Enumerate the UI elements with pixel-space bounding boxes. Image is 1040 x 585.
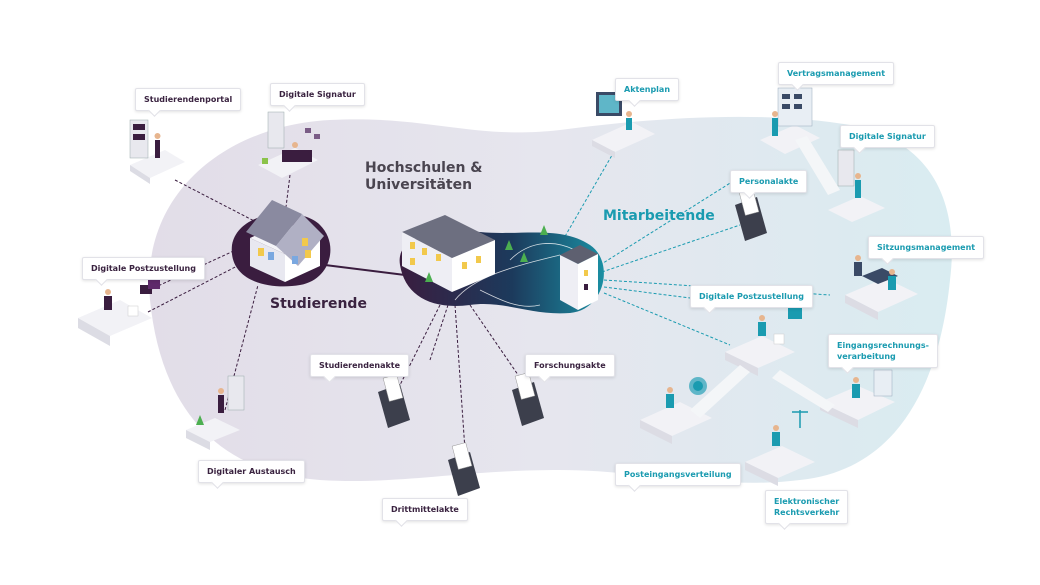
campus-link (324, 264, 406, 276)
label-aktenplan: Aktenplan (615, 78, 680, 101)
label-posteingangsverteilung: Posteingangsverteilung (615, 463, 741, 486)
file-connectors (399, 304, 526, 451)
drittmittelakte-folder-icon (448, 442, 480, 496)
student-house-illustration (246, 200, 324, 282)
university-building-illustration (402, 215, 598, 310)
group-label-studierende: Studierende (270, 296, 367, 312)
studierendenakte-folder-icon (378, 374, 410, 428)
staircase-decor (690, 136, 840, 418)
diagram-title: Hochschulen & Universitäten (365, 160, 483, 193)
label-studierendenportal: Studierendenportal (135, 88, 242, 111)
label-studierendenakte: Studierendenakte (310, 354, 410, 377)
studierendenportal-illustration (129, 119, 185, 184)
digitale-signatur-staff-illustration (828, 149, 885, 222)
digitale-postzustellung-staff-illustration (725, 308, 802, 376)
label-digitale-signatur-student: Digitale Signatur (270, 83, 365, 106)
label-forschungsakte: Forschungsakte (525, 354, 615, 377)
group-label-mitarbeitende: Mitarbeitende (603, 208, 715, 224)
vertragsmanagement-illustration (760, 87, 820, 154)
label-digitaler-austausch: Digitaler Austausch (198, 460, 305, 483)
label-drittmittelakte: Drittmittelakte (382, 498, 468, 521)
aktenplan-illustration (592, 92, 655, 158)
label-digitale-postzustellung-student: Digitale Postzustellung (82, 257, 205, 280)
campus-paths (454, 243, 576, 307)
elektronischer-rechtsverkehr-illustration (745, 410, 815, 486)
digitale-postzustellung-student-illustration (78, 280, 160, 346)
label-vertragsmanagement: Vertragsmanagement (778, 62, 895, 85)
label-elektronischer-rechtsverkehr: Elektronischer Rechtsverkehr (765, 490, 849, 524)
digitaler-austausch-illustration (186, 375, 245, 450)
label-digitale-postzustellung-staff: Digitale Postzustellung (690, 285, 813, 308)
sitzungsmanagement-illustration (845, 255, 918, 320)
forschungsakte-folder-icon (512, 372, 544, 426)
digitale-signatur-student-illustration (258, 111, 320, 178)
personalakte-folder-icon (735, 188, 767, 241)
label-digitale-signatur-staff: Digitale Signatur (840, 125, 935, 148)
label-personalakte: Personalakte (730, 170, 808, 193)
label-eingangsrechnungsverarbeitung: Eingangsrechnungs- verarbeitung (828, 334, 938, 368)
label-sitzungsmanagement: Sitzungsmanagement (868, 236, 985, 259)
staff-connectors (559, 149, 831, 346)
